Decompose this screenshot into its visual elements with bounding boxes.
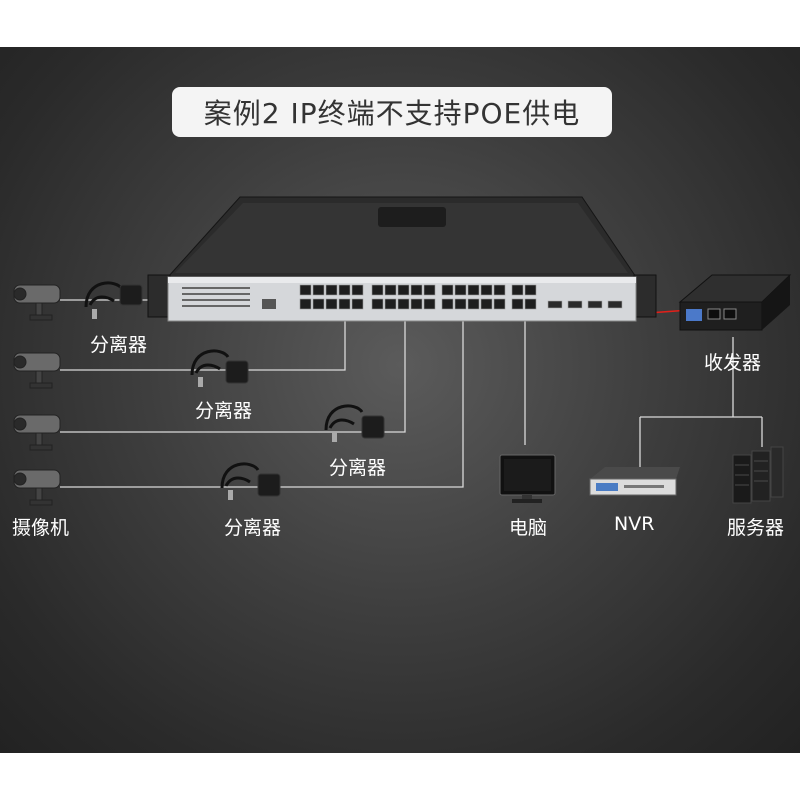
label-splitter-2: 分离器 [195, 396, 252, 423]
label-splitter-3: 分离器 [329, 453, 386, 480]
label-splitter-4: 分离器 [224, 513, 281, 540]
camera-icon [14, 285, 60, 505]
network-diagram [0, 47, 800, 753]
label-splitter-1: 分离器 [90, 330, 147, 357]
label-camera: 摄像机 [12, 513, 69, 540]
switch-icon [148, 197, 656, 321]
diagram-stage: 案例2 IP终端不支持POE供电 [0, 47, 800, 753]
server-icon [733, 447, 783, 503]
label-nvr: NVR [614, 513, 654, 535]
label-computer: 电脑 [509, 513, 547, 540]
label-transceiver: 收发器 [704, 348, 761, 375]
transceiver-icon [680, 275, 790, 330]
monitor-icon [500, 455, 555, 503]
connection-lines [60, 300, 762, 487]
label-server: 服务器 [727, 513, 784, 540]
nvr-icon [590, 467, 680, 495]
